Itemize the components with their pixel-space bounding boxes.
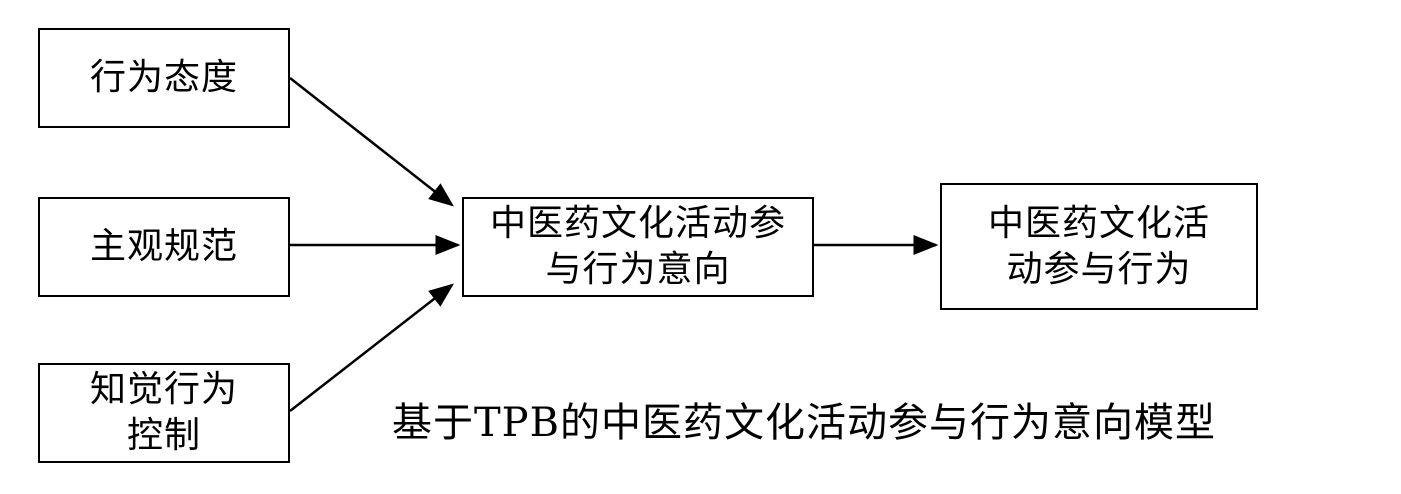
node-perceived-behavioral-control-label: 知觉行为控制 bbox=[89, 369, 238, 456]
node-subjective-norm-label: 主观规范 bbox=[89, 226, 238, 267]
diagram-caption: 基于TPB的中医药文化活动参与行为意向模型 bbox=[392, 400, 1216, 446]
node-participation-intention-label: 中医药文化活动参与行为意向 bbox=[489, 203, 786, 290]
node-participation-intention: 中医药文化活动参与行为意向 bbox=[462, 197, 814, 297]
node-participation-behavior: 中医药文化活动参与行为 bbox=[940, 183, 1258, 310]
node-perceived-behavioral-control: 知觉行为控制 bbox=[38, 363, 290, 463]
node-subjective-norm: 主观规范 bbox=[38, 197, 290, 297]
node-attitude-label: 行为态度 bbox=[89, 57, 238, 98]
node-participation-behavior-label: 中医药文化活动参与行为 bbox=[987, 202, 1210, 290]
node-attitude: 行为态度 bbox=[38, 28, 290, 128]
edge-control-to-intention bbox=[289, 283, 454, 412]
edge-attitude-to-intention bbox=[289, 77, 454, 207]
